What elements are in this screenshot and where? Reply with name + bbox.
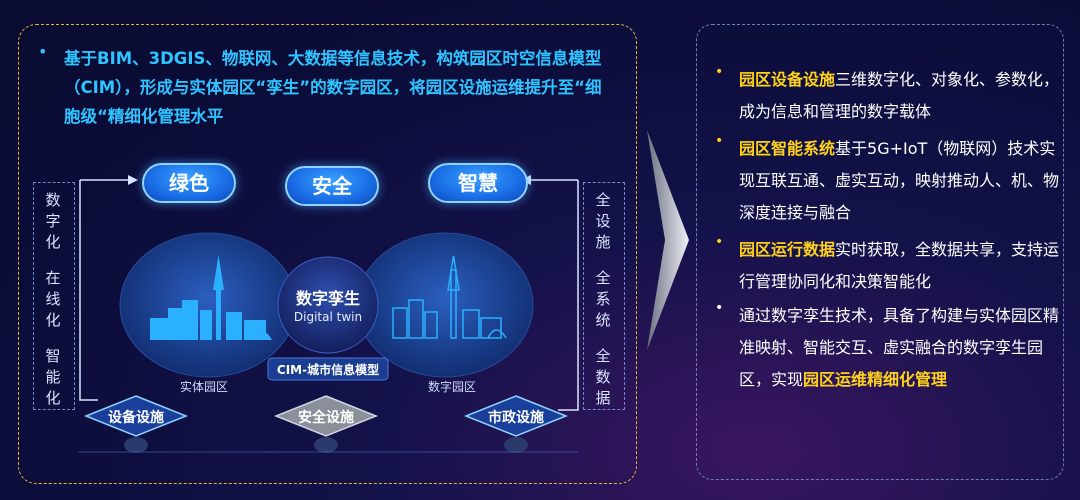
right-side-text-2: 全系统 [595, 269, 611, 329]
left-panel [18, 24, 637, 484]
bullet-3-text: 实时获取，全数据共享，支持运行管理协同化和决策智能化 [739, 240, 1060, 291]
left-side-box [33, 182, 75, 410]
digital-park-label: 数字园区 [428, 380, 477, 394]
bullet-dot: • [715, 234, 724, 250]
pill-smart: 智慧 [428, 163, 528, 203]
right-side-text-1: 全设施 [595, 191, 611, 251]
equipment-facility-label: 设备设施 [108, 410, 164, 426]
chevron-right-arrow-icon [647, 130, 689, 350]
pill-green: 绿色 [142, 163, 236, 203]
bullet-1-highlight: 园区设备设施 [739, 70, 836, 89]
bullet-4-highlight: 园区运维精细化管理 [803, 370, 948, 389]
right-side-box [583, 182, 625, 410]
municipal-facility-label: 市政设施 [488, 410, 544, 426]
intro-text: 基于BIM、3DGIS、物联网、大数据等信息技术，构筑园区时空信息模型（CIM）… [64, 49, 602, 126]
twin-subtitle: Digital twin [293, 310, 363, 324]
city-skyline-solid-icon [150, 255, 272, 340]
bullet-2: • 园区智能系统基于5G+IoT（物联网）技术实现互联互通、虚实互动，映射推动人… [715, 133, 1071, 229]
left-side-text-2: 在线化 [45, 269, 61, 329]
physical-park-circle [119, 232, 297, 378]
bullet-dot: • [715, 133, 724, 149]
bullet-3-highlight: 园区运行数据 [739, 240, 836, 259]
left-side-text-3: 智能化 [45, 347, 61, 407]
bullet-1-text: 三维数字化、对象化、参数化，成为信息和管理的数字载体 [739, 70, 1060, 121]
bullet-dot: • [715, 300, 724, 316]
left-side-text-1: 数字化 [45, 191, 61, 251]
bullet-2-text: 基于5G+IoT（物联网）技术实现互联互通、虚实互动，映射推动人、机、物深度连接… [739, 139, 1060, 222]
bullet-3: • 园区运行数据实时获取，全数据共享，支持运行管理协同化和决策智能化 [715, 234, 1071, 298]
twin-core-circle [277, 256, 379, 354]
right-side-text-3: 全数据 [595, 347, 611, 407]
twin-diagram [78, 175, 579, 453]
bullet-4: • 通过数字孪生技术，具备了构建与实体园区精准映射、智能交互、虚实融合的数字孪生… [715, 300, 1071, 396]
bullet-1: • 园区设备设施三维数字化、对象化、参数化，成为信息和管理的数字载体 [715, 64, 1071, 128]
intro-bullet-dot: • [38, 42, 48, 61]
twin-title: 数字孪生 [295, 289, 360, 308]
cim-bar [267, 357, 389, 381]
bullet-4-text: 通过数字孪生技术，具备了构建与实体园区精准映射、智能交互、虚实融合的数字孪生园区… [739, 306, 1060, 389]
physical-park-label: 实体园区 [180, 380, 229, 394]
cim-label: CIM-城市信息模型 [276, 363, 380, 377]
bullet-2-highlight: 园区智能系统 [739, 139, 836, 158]
right-panel [696, 24, 1064, 480]
safety-facility-label: 安全设施 [298, 410, 354, 426]
pill-safety: 安全 [285, 166, 379, 206]
bullet-dot: • [715, 64, 724, 80]
bottom-diamonds [78, 395, 578, 453]
digital-park-circle [356, 232, 534, 378]
city-skyline-outline-icon [392, 255, 507, 339]
